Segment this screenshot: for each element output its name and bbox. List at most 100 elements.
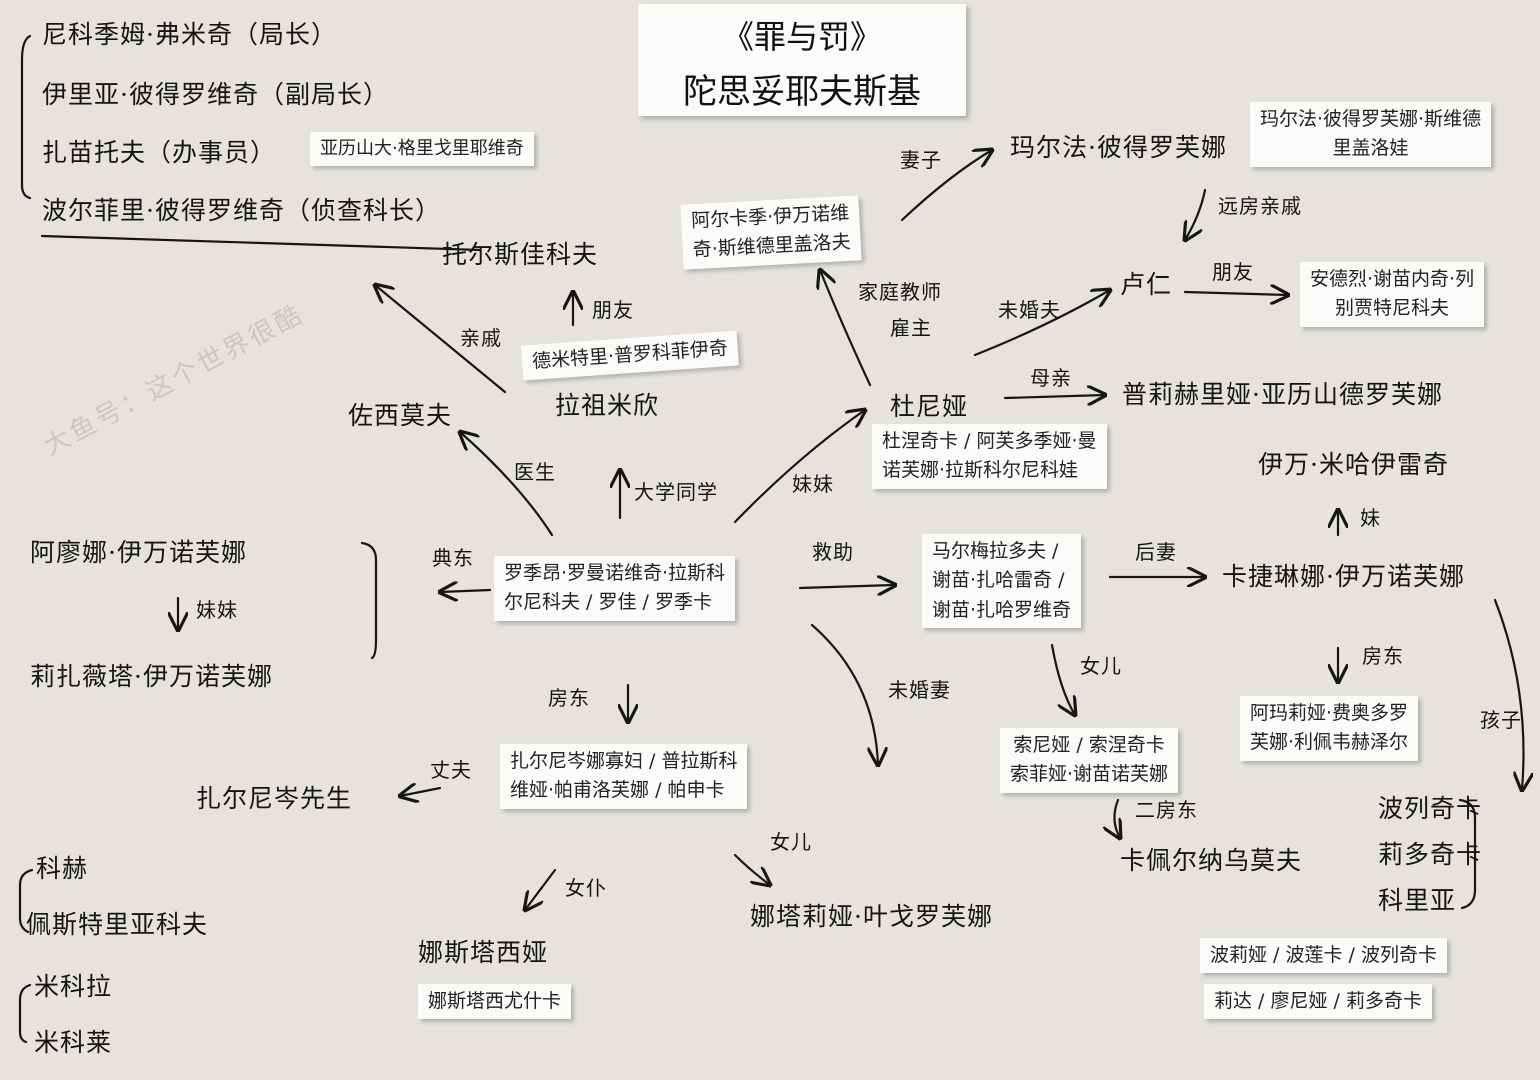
lebezyatnikov-line2: 别贾特尼科夫 <box>1335 297 1450 320</box>
zarnitsyna-label: 扎尔尼岑娜寡妇 / 普拉斯科 维娅·帕甫洛芙娜 / 帕申卡 <box>500 744 748 809</box>
razumikhin: 拉祖米欣 <box>555 391 660 420</box>
sonya-label: 索尼娅 / 索涅奇卡 索菲娅·谢苗诺芙娜 <box>1000 728 1179 793</box>
child-lidochka: 莉多奇卡 <box>1378 840 1483 869</box>
mikolai-bracket <box>18 983 32 1044</box>
arrow-fiance <box>973 290 1110 357</box>
arrow-maid <box>525 868 557 910</box>
dunya-line1: 杜涅奇卡 / 阿芙多季娅·曼 <box>882 430 1097 452</box>
alyona: 阿廖娜·伊万诺芙娜 <box>30 538 247 567</box>
marfa-full-label: 玛尔法·彼得罗芙娜·斯维德 里盖洛娃 <box>1250 102 1492 167</box>
marfa-short: 玛尔法·彼得罗芙娜 <box>1010 133 1227 162</box>
natalya: 娜塔莉娅·叶戈罗芙娜 <box>750 902 993 931</box>
marfa-full-line1: 玛尔法·彼得罗芙娜·斯维德 <box>1260 108 1482 130</box>
kokh-bracket <box>18 868 34 934</box>
marmeladov-line3: 谢苗·扎哈罗维奇 <box>932 598 1072 621</box>
rel-wife: 妻子 <box>900 148 942 172</box>
rel-fiancee: 未婚妻 <box>888 678 951 702</box>
zamyotov-label: 亚历山大·格里戈里耶维奇 <box>310 132 534 166</box>
arrow-help <box>798 585 895 588</box>
arrow-sister <box>733 410 865 524</box>
lebezyatnikov-label: 安德烈·谢苗内奇·列 别贾特尼科夫 <box>1300 262 1485 327</box>
rel-mother: 母亲 <box>1030 366 1072 390</box>
marmeladov-line2: 谢苗·扎哈雷奇 / <box>932 569 1065 592</box>
rel-friend: 朋友 <box>592 298 634 322</box>
rel-daughter: 女儿 <box>1080 654 1122 678</box>
rel-employer: 雇主 <box>890 316 932 340</box>
rel-doctor: 医生 <box>514 460 556 484</box>
rel-daughter2: 女儿 <box>770 830 812 854</box>
author: 陀思妥耶夫斯基 <box>683 72 921 112</box>
rel-landlord2: 房东 <box>548 686 590 710</box>
polya-names: 波莉娅 / 波莲卡 / 波列奇卡 <box>1200 938 1447 974</box>
police-deputy: 伊里亚·彼得罗维奇（副局长） <box>42 80 389 109</box>
marfa-full-line2: 里盖洛娃 <box>1332 137 1409 160</box>
arrow-relative <box>375 285 507 394</box>
rel-sister-in-law: 妹 <box>1360 506 1381 530</box>
mr-zarnitsyn: 扎尔尼岑先生 <box>196 784 353 813</box>
mikolai: 米科拉 <box>34 972 113 1001</box>
child-kolya: 科里亚 <box>1378 886 1457 915</box>
rel-pawn: 典东 <box>432 546 474 570</box>
arrow-tutor <box>820 270 872 387</box>
zarnitsyna-line2: 维娅·帕甫洛芙娜 / 帕申卡 <box>510 779 725 802</box>
raskolnikov-label: 罗季昂·罗曼诺维奇·拉斯科 尔尼科夫 / 罗佳 / 罗季卡 <box>494 556 736 621</box>
rel-classmate: 大学同学 <box>634 480 718 504</box>
rel-landlord: 房东 <box>1362 644 1404 668</box>
pestryakov: 佩斯特里亚科夫 <box>26 910 209 939</box>
zosimov: 佐西莫夫 <box>348 401 453 430</box>
rel-maid: 女仆 <box>565 876 607 900</box>
luzhin: 卢仁 <box>1120 270 1173 299</box>
arrow-daughter <box>1050 643 1075 715</box>
police-underline <box>40 234 482 252</box>
rel-husband: 丈夫 <box>430 758 472 782</box>
katerina: 卡捷琳娜·伊万诺芙娜 <box>1222 562 1465 591</box>
rel-friend2: 朋友 <box>1212 260 1254 284</box>
arrow-distant <box>1185 188 1207 240</box>
children-bracket <box>1458 798 1477 910</box>
rel-distant-relative: 远房亲戚 <box>1218 194 1302 218</box>
marmeladov-label: 马尔梅拉多夫 / 谢苗·扎哈雷奇 / 谢苗·扎哈罗维奇 <box>922 534 1082 629</box>
lebezyatnikov-line1: 安德烈·谢苗内奇·列 <box>1310 268 1475 290</box>
rel-second-landlord: 二房东 <box>1135 798 1198 822</box>
arrow-pawn <box>440 590 492 592</box>
arrow-wife <box>900 150 992 222</box>
mitrei: 米科莱 <box>34 1028 113 1057</box>
nastasya: 娜斯塔西娅 <box>418 938 549 967</box>
arrow-friend2 <box>1183 292 1288 295</box>
rel-sister: 妹妹 <box>792 472 834 496</box>
lida-names: 莉达 / 廖尼娅 / 莉多奇卡 <box>1204 984 1432 1020</box>
amalia-line1: 阿玛莉娅·费奥多罗 <box>1250 702 1409 724</box>
kokh: 科赫 <box>36 854 89 883</box>
amalia-label: 阿玛莉娅·费奥多罗 芙娜·利佩韦赫泽尔 <box>1240 696 1419 761</box>
rel-fiance: 未婚夫 <box>998 298 1061 322</box>
dunya-line2: 诺芙娜·拉斯科尔尼科娃 <box>882 459 1079 482</box>
arrow-second-landlord <box>1114 798 1120 838</box>
child-polechka: 波列奇卡 <box>1378 794 1483 823</box>
rel-tutor: 家庭教师 <box>858 280 942 304</box>
alyona-bracket <box>360 541 378 660</box>
amalia-line2: 芙娜·利佩韦赫泽尔 <box>1250 731 1409 754</box>
police-bracket <box>20 34 32 200</box>
pulkheria: 普莉赫里娅·亚历山德罗芙娜 <box>1122 380 1443 409</box>
arrow-fiancee <box>810 623 878 765</box>
rel-second-wife: 后妻 <box>1135 540 1177 564</box>
rel-relative: 亲戚 <box>460 326 502 350</box>
police-clerk: 扎苗托夫（办事员） <box>42 138 277 167</box>
rel-help: 救助 <box>812 540 854 564</box>
sonya-line2: 索菲娅·谢苗诺芙娜 <box>1010 763 1169 786</box>
dunya-label: 杜涅奇卡 / 阿芙多季娅·曼 诺芙娜·拉斯科尔尼科娃 <box>872 424 1107 489</box>
kapernaumov: 卡佩尔纳乌莫夫 <box>1120 846 1303 875</box>
zarnitsyna-line1: 扎尔尼岑娜寡妇 / 普拉斯科 <box>510 750 738 772</box>
sonya-line1: 索尼娅 / 索涅奇卡 <box>1013 734 1165 756</box>
arrow-husband <box>400 788 442 796</box>
police-investigator: 波尔菲里·彼得罗维奇（侦查科长） <box>42 196 441 225</box>
arrow-kids <box>1493 598 1523 790</box>
rel-kids: 孩子 <box>1480 708 1522 732</box>
marmeladov-line1: 马尔梅拉多夫 / <box>932 540 1059 562</box>
lizaveta: 莉扎薇塔·伊万诺芙娜 <box>30 662 273 691</box>
svidrigailov-label: 阿尔卡季·伊万诺维 奇·斯维德里盖洛夫 <box>680 195 862 270</box>
nastasya-full-label: 娜斯塔西尤什卡 <box>418 984 572 1020</box>
title-card: 《罪与罚》 陀思妥耶夫斯基 <box>638 4 966 116</box>
arrow-doctor <box>460 432 554 537</box>
